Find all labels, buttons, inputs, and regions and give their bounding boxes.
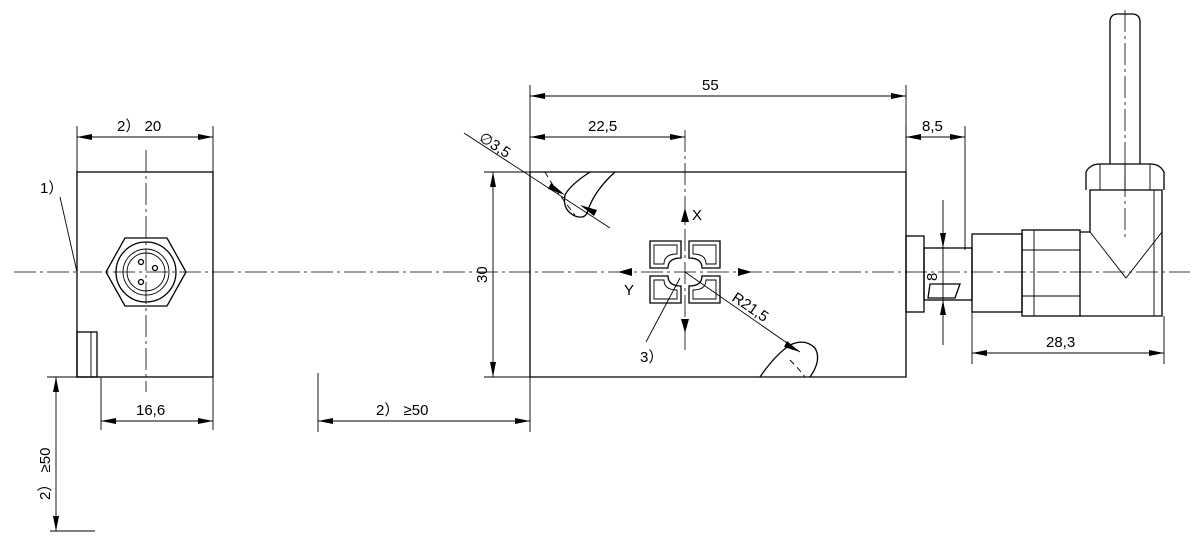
connector-pin <box>151 264 159 272</box>
axis-y-label: Y <box>624 282 634 299</box>
callout-1-leader <box>59 196 78 273</box>
front-dim-clearance: 2） ≥50 <box>37 448 54 500</box>
dim-radius: R21,5 <box>729 289 772 325</box>
callout-3: 3） <box>640 349 663 366</box>
front-dim-width-bottom: 16,6 <box>136 402 165 419</box>
cable-elbow <box>1080 189 1163 317</box>
front-housing-outline <box>76 171 214 378</box>
axis-sensor-symbol <box>649 240 721 304</box>
callout-3-leader <box>645 277 681 343</box>
axis-x-label: X <box>692 207 702 224</box>
front-connector-ring <box>115 241 177 303</box>
top-mounting-slot <box>563 171 616 218</box>
dim-connector-offset: 8,5 <box>922 118 943 135</box>
connector-body <box>1021 229 1081 317</box>
connector-flange <box>905 235 925 313</box>
front-dim-width-top: 2） 20 <box>117 118 161 135</box>
callout-1: 1） <box>40 180 63 197</box>
dim-offset: 22,5 <box>588 118 617 135</box>
radius-leader <box>684 271 801 353</box>
bottom-mounting-slot <box>759 341 819 378</box>
dim-connector-height: 8 <box>924 273 941 281</box>
connector-pin <box>137 278 145 286</box>
knurled-nut <box>971 233 1023 313</box>
dim-hole: ∅3,5 <box>476 129 514 162</box>
hole-leader <box>463 132 611 229</box>
connector-pin <box>137 258 145 266</box>
side-dim-clearance: 2） ≥50 <box>376 402 428 419</box>
side-view: X Y R21,5 3） ∅3,5 55 22,5 30 <box>317 10 1165 432</box>
dim-height: 30 <box>474 266 491 283</box>
front-notch <box>76 331 98 378</box>
dim-connector-length: 28,3 <box>1046 334 1075 351</box>
side-housing-outline <box>529 171 907 378</box>
dim-length: 55 <box>702 77 719 94</box>
front-view: 2） 20 16,6 1） 2） ≥50 <box>37 118 214 532</box>
front-connector-hex <box>105 237 187 307</box>
